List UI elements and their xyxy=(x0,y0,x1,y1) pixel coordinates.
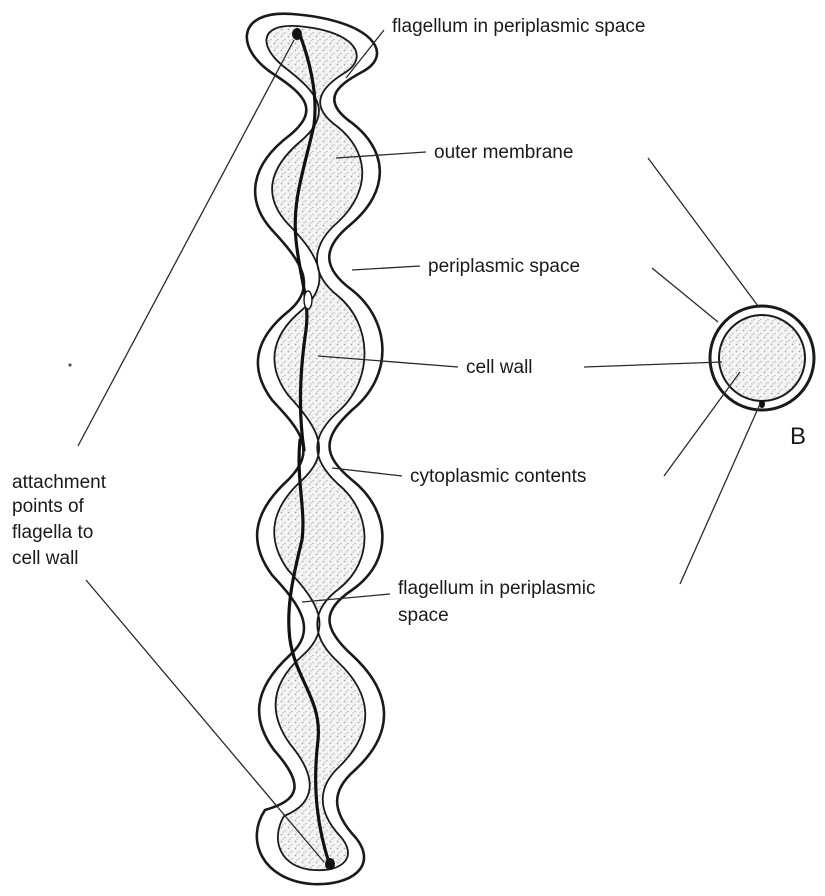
label-flagellum-top: flagellum in periplasmic space xyxy=(392,16,645,37)
label-cell-wall: cell wall xyxy=(466,357,533,378)
leader-periplasmic-b xyxy=(652,268,718,322)
spirochete-cell xyxy=(247,14,384,884)
cross-section-b: B xyxy=(710,306,814,450)
leader-lines xyxy=(78,30,760,862)
attachment-point-top xyxy=(292,28,302,40)
label-flagellum-bottom-2: space xyxy=(398,605,449,626)
label-cytoplasmic-contents: cytoplasmic contents xyxy=(410,466,586,487)
label-attachment-1: attachment xyxy=(12,472,107,493)
label-outer-membrane: outer membrane xyxy=(434,142,573,163)
stray-dot xyxy=(68,363,71,366)
cross-section-cytoplasm xyxy=(719,315,805,401)
leader-cell-wall-b xyxy=(584,362,722,367)
label-attachment-2: points of xyxy=(12,496,85,517)
leader-attachment-top xyxy=(78,40,294,446)
label-flagellum-bottom-1: flagellum in periplasmic xyxy=(398,578,595,599)
leader-periplasmic xyxy=(352,266,420,270)
label-periplasmic-space: periplasmic space xyxy=(428,256,580,277)
cell-wall-notch xyxy=(304,291,312,309)
label-attachment-3: flagella to xyxy=(12,522,93,543)
attachment-point-bottom xyxy=(325,858,335,870)
leader-cytoplasm-b xyxy=(664,372,740,476)
leader-outer-membrane-b xyxy=(648,158,758,306)
leader-flagellum-bottom-b xyxy=(680,404,760,584)
label-attachment-4: cell wall xyxy=(12,548,79,569)
cross-section-label: B xyxy=(790,423,806,450)
